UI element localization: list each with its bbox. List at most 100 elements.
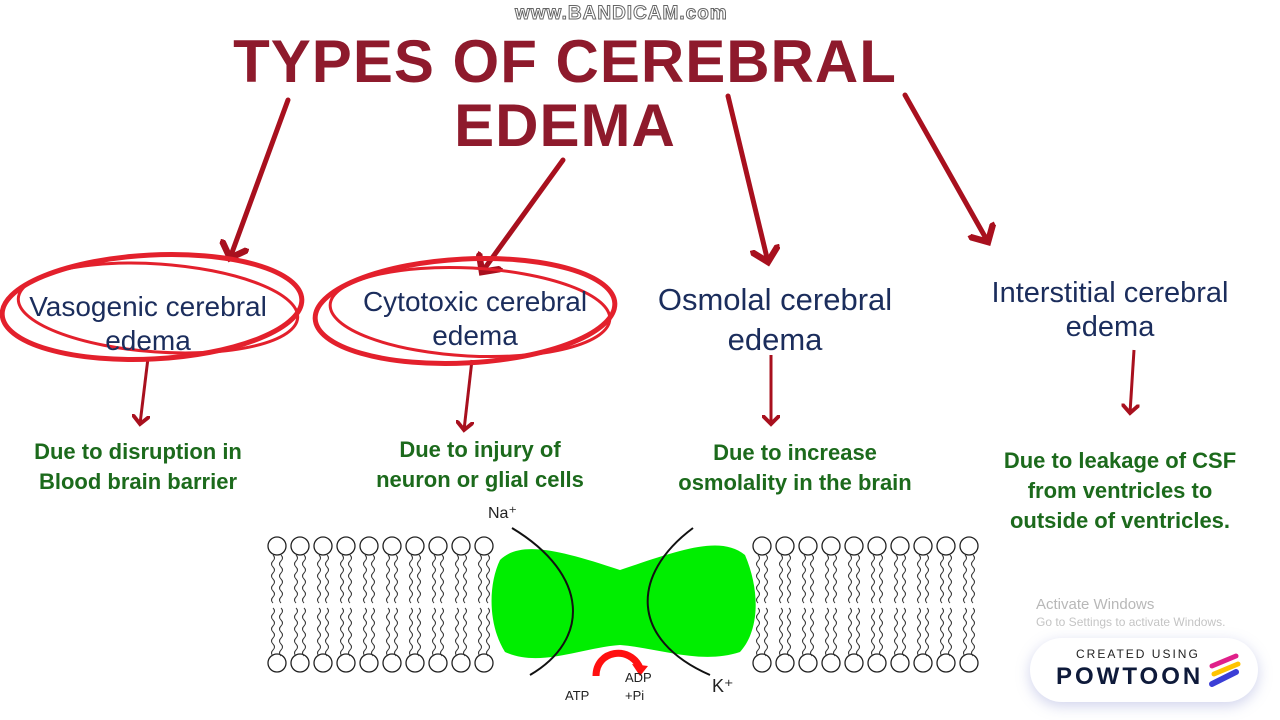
adp-label: ADP [625,670,652,685]
highlight-circles [0,251,618,367]
lipid-head [775,536,795,556]
lipid-head [451,653,471,673]
pi-label: +Pi [625,688,645,703]
lipid-head [451,536,471,556]
type-label: Interstitial cerebral [991,277,1229,309]
desc-line: Due to increase [713,440,877,465]
lipid-tail [925,607,929,657]
lipid-tail [363,607,367,657]
lipid-tail [764,554,768,604]
lipid-tail [779,554,783,604]
lipid-head [890,653,910,673]
lipid-tail [463,554,467,604]
lipid-tail [371,554,375,604]
lipid-head [913,536,933,556]
lipid-tail [787,607,791,657]
channel-line-left [511,527,574,676]
lipid-tail [779,607,783,657]
type-label: Vasogenic cerebral [29,291,267,322]
lipid-head [336,653,356,673]
lipid-tail [963,554,967,604]
lipid-tail [432,607,436,657]
desc-cytotoxic: Due to injury of neuron or glial cells [350,435,610,495]
lipid-head [267,653,287,673]
lipid-tail [940,554,944,604]
lipid-head [336,536,356,556]
lipid-tail [386,607,390,657]
lipid-tail [302,554,306,604]
desc-line: osmolality in the brain [678,470,912,495]
lipid-tail [925,554,929,604]
lipid-tail [902,607,906,657]
lipid-head [474,653,494,673]
lipid-tail [848,554,852,604]
lipid-tail [348,554,352,604]
desc-osmolal: Due to increase osmolality in the brain [640,438,950,498]
desc-line: from ventricles to [1027,478,1213,503]
lipid-tail [279,554,283,604]
lipid-head [821,653,841,673]
potassium-label: K⁺ [712,676,734,696]
lipid-tail [963,607,967,657]
lipid-tail [455,607,459,657]
lipid-tail [948,607,952,657]
lipid-head [959,653,979,673]
lipid-tail [302,607,306,657]
lipid-tail [917,554,921,604]
arrow-cytotoxic [482,157,566,272]
lipid-tail [802,607,806,657]
lipid-tail [317,607,321,657]
lipid-tail [325,554,329,604]
lipid-head [474,536,494,556]
lipid-head [821,536,841,556]
arrow-vasogenic [230,97,291,258]
lipid-tail [409,554,413,604]
lipid-tail [948,554,952,604]
lipid-tail [417,554,421,604]
lipid-head [313,653,333,673]
lipid-head [752,653,772,673]
lipid-tail [294,607,298,657]
atp-label: ATP [565,688,590,703]
desc-line: neuron or glial cells [376,467,584,492]
lipid-head [867,536,887,556]
lipid-tail [871,554,875,604]
lipid-tail [756,554,760,604]
type-label: edema [727,322,823,357]
lipid-tail [317,554,321,604]
lipid-tail [810,607,814,657]
lipid-head [844,653,864,673]
lipid-head [775,653,795,673]
lipid-tail [833,554,837,604]
title-arrows [230,92,988,272]
lipid-tail [825,554,829,604]
lipid-tail [917,607,921,657]
lipid-tail [340,554,344,604]
lipid-tail [810,554,814,604]
lipid-tail [756,607,760,657]
channel-line-right [646,527,711,676]
lipid-head [290,653,310,673]
pump-protein [491,545,756,659]
type-osmolal: Osmolal cerebral edema [620,280,930,360]
title-line-2: EDEMA [454,92,676,159]
lipid-tail [871,607,875,657]
lipid-tail [271,607,275,657]
lipid-head [890,536,910,556]
lipid-tail [325,607,329,657]
lipid-tail [340,607,344,657]
lipid-tail [486,554,490,604]
lipid-tail [856,554,860,604]
desc-line: Blood brain barrier [38,469,238,494]
type-label: Osmolal cerebral [657,282,893,317]
lipid-tail [348,607,352,657]
lipid-tail [279,607,283,657]
lipid-head [913,653,933,673]
lipid-tail [386,554,390,604]
lipid-tail [486,607,490,657]
desc-line: Due to injury of [399,437,561,462]
